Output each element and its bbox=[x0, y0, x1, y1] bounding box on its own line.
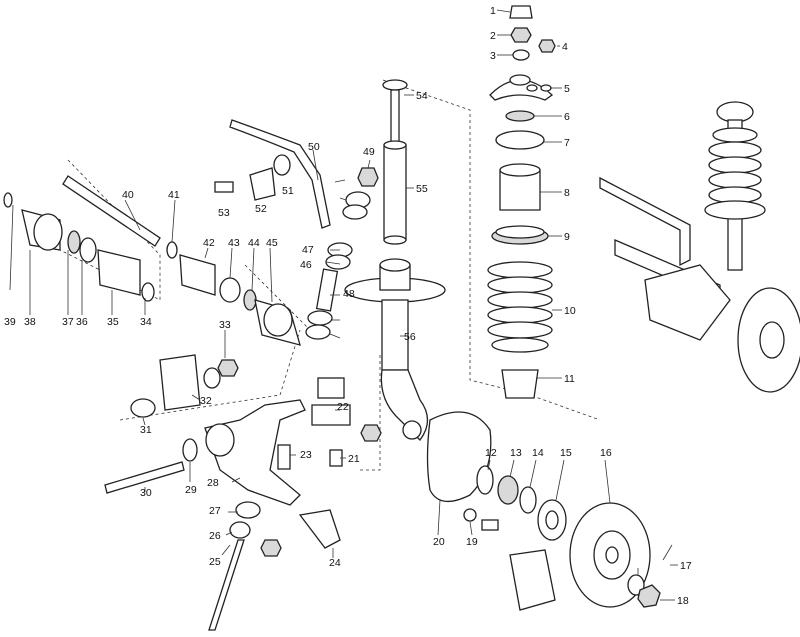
spring-insulator bbox=[495, 130, 545, 150]
part-label-25: 25 bbox=[209, 556, 221, 568]
part-label-22: 22 bbox=[337, 401, 349, 413]
hub-nut bbox=[637, 584, 661, 608]
stabilizer-bar bbox=[229, 119, 331, 229]
part-label-33: 33 bbox=[219, 319, 231, 331]
strut-housing bbox=[344, 258, 446, 441]
part-label-30: 30 bbox=[140, 487, 152, 499]
part-label-7: 7 bbox=[564, 137, 570, 149]
spring-seat bbox=[491, 225, 549, 245]
mount-bracket bbox=[159, 354, 201, 411]
part-label-44: 44 bbox=[248, 237, 260, 249]
part-label-37: 37 bbox=[62, 316, 74, 328]
part-label-23: 23 bbox=[300, 449, 312, 461]
part-label-2: 2 bbox=[490, 30, 496, 42]
upper-support bbox=[489, 79, 554, 101]
part-label-18: 18 bbox=[677, 595, 689, 607]
part-label-28: 28 bbox=[207, 477, 219, 489]
part-label-55: 55 bbox=[416, 183, 428, 195]
part-label-34: 34 bbox=[140, 316, 152, 328]
part-label-26: 26 bbox=[209, 530, 221, 542]
part-label-10: 10 bbox=[564, 305, 576, 317]
bearing-hub bbox=[497, 475, 519, 505]
part-label-20: 20 bbox=[433, 536, 445, 548]
part-label-13: 13 bbox=[510, 447, 522, 459]
part-label-14: 14 bbox=[532, 447, 544, 459]
cv-boot-inner bbox=[179, 254, 216, 296]
part-label-45: 45 bbox=[266, 237, 278, 249]
part-label-27: 27 bbox=[209, 505, 221, 517]
cv-boot-outer bbox=[97, 249, 141, 296]
part-label-4: 4 bbox=[562, 41, 568, 53]
outer-cv-joint bbox=[21, 209, 63, 251]
part-label-38: 38 bbox=[24, 316, 36, 328]
cap bbox=[509, 5, 533, 19]
part-label-50: 50 bbox=[308, 141, 320, 153]
part-label-46: 46 bbox=[300, 259, 312, 271]
part-label-48: 48 bbox=[343, 288, 355, 300]
assembled-suspension-view bbox=[599, 101, 800, 393]
part-label-9: 9 bbox=[564, 231, 570, 243]
bump-stop bbox=[501, 369, 539, 399]
nut-small bbox=[538, 39, 556, 53]
part-label-39: 39 bbox=[4, 316, 16, 328]
part-label-5: 5 bbox=[564, 83, 570, 95]
snap-ring bbox=[476, 465, 494, 495]
part-label-49: 49 bbox=[363, 146, 375, 158]
part-label-17: 17 bbox=[680, 560, 692, 572]
washer bbox=[512, 49, 530, 61]
part-label-6: 6 bbox=[564, 111, 570, 123]
part-label-52: 52 bbox=[255, 203, 267, 215]
bearing bbox=[505, 110, 535, 122]
part-label-41: 41 bbox=[168, 189, 180, 201]
part-label-35: 35 bbox=[107, 316, 119, 328]
coil-spring bbox=[487, 261, 553, 353]
part-label-12: 12 bbox=[485, 447, 497, 459]
part-label-31: 31 bbox=[140, 424, 152, 436]
brake-caliper bbox=[509, 549, 556, 611]
part-label-43: 43 bbox=[228, 237, 240, 249]
part-label-47: 47 bbox=[302, 244, 314, 256]
shock-absorber bbox=[382, 79, 408, 245]
part-label-8: 8 bbox=[564, 187, 570, 199]
part-label-3: 3 bbox=[490, 50, 496, 62]
part-label-11: 11 bbox=[564, 373, 575, 385]
lower-control-arm bbox=[204, 399, 306, 506]
part-label-54: 54 bbox=[416, 90, 428, 102]
part-label-53: 53 bbox=[218, 207, 230, 219]
ball-joint bbox=[298, 509, 341, 549]
part-label-32: 32 bbox=[200, 395, 212, 407]
part-label-24: 24 bbox=[329, 557, 341, 569]
ring bbox=[519, 486, 537, 514]
stabilizer-link bbox=[315, 268, 339, 312]
part-label-19: 19 bbox=[466, 536, 478, 548]
part-label-1: 1 bbox=[490, 5, 496, 17]
wheel-hub bbox=[537, 499, 567, 541]
part-label-29: 29 bbox=[185, 484, 197, 496]
part-label-16: 16 bbox=[600, 447, 612, 459]
tie-rod bbox=[208, 539, 245, 631]
inner-cv-joint bbox=[254, 299, 301, 346]
part-label-56: 56 bbox=[404, 331, 416, 343]
part-label-36: 36 bbox=[76, 316, 88, 328]
circlip bbox=[3, 192, 13, 208]
drive-shaft bbox=[62, 175, 161, 247]
leader-lines bbox=[9, 9, 678, 601]
bolt-long bbox=[104, 461, 185, 494]
part-label-21: 21 bbox=[348, 453, 360, 465]
dust-shield bbox=[426, 411, 492, 502]
part-label-40: 40 bbox=[122, 189, 134, 201]
part-label-42: 42 bbox=[203, 237, 215, 249]
part-label-15: 15 bbox=[560, 447, 572, 459]
bushing bbox=[130, 398, 156, 418]
nut bbox=[510, 27, 532, 43]
part-label-51: 51 bbox=[282, 185, 294, 197]
